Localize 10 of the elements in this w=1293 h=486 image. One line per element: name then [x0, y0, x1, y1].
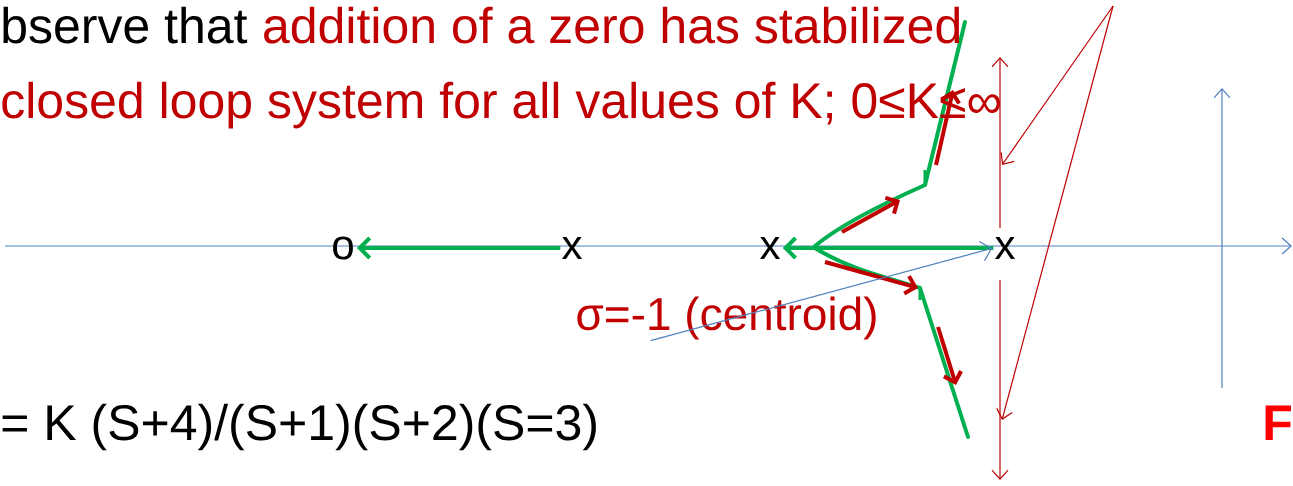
- sentence-text: addition of a zero has stabilized: [264, 6, 960, 44]
- pole-marker: x: [562, 236, 583, 260]
- transfer-function-text: = K (S+4)/(S+1)(S+2)(S=3): [2, 403, 596, 451]
- figure-label: F: [1265, 405, 1291, 440]
- root-locus-branch: [356, 236, 561, 260]
- root-locus-branch: [782, 236, 994, 260]
- sentence-text: bserve that: [3, 6, 248, 44]
- pole-marker: x: [994, 236, 1016, 260]
- zero-marker: o: [333, 236, 353, 260]
- pole-marker: x: [760, 236, 781, 260]
